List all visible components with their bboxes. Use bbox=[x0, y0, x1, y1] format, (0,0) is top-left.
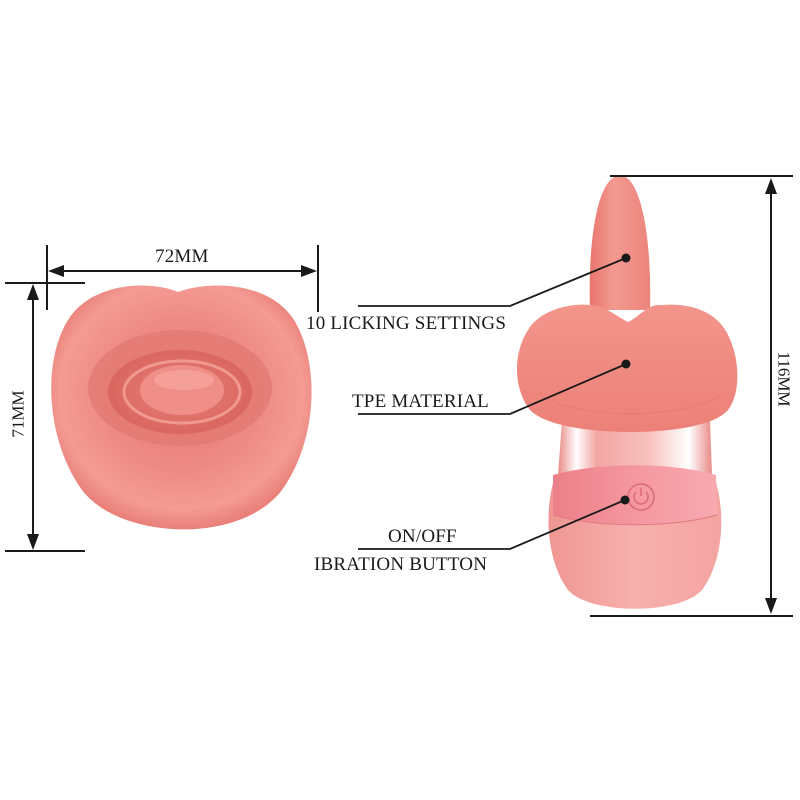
width-dimension bbox=[46, 245, 319, 312]
callout-licking-settings: 10 LICKING SETTINGS bbox=[306, 313, 507, 334]
height-dimension-right bbox=[590, 175, 793, 617]
callout-tpe-material: TPE MATERIAL bbox=[352, 391, 489, 412]
height-label-right: 116MM bbox=[774, 351, 794, 407]
callout-onoff: ON/OFF bbox=[388, 526, 457, 547]
device-side-view bbox=[516, 175, 738, 609]
height-dimension-left bbox=[5, 282, 85, 552]
callout-lines bbox=[358, 253, 631, 550]
width-label: 72MM bbox=[155, 246, 209, 267]
mouth-front-view bbox=[51, 285, 312, 530]
callout-vibration-button: IBRATION BUTTON bbox=[314, 554, 488, 575]
height-label-left: 71MM bbox=[8, 390, 28, 438]
